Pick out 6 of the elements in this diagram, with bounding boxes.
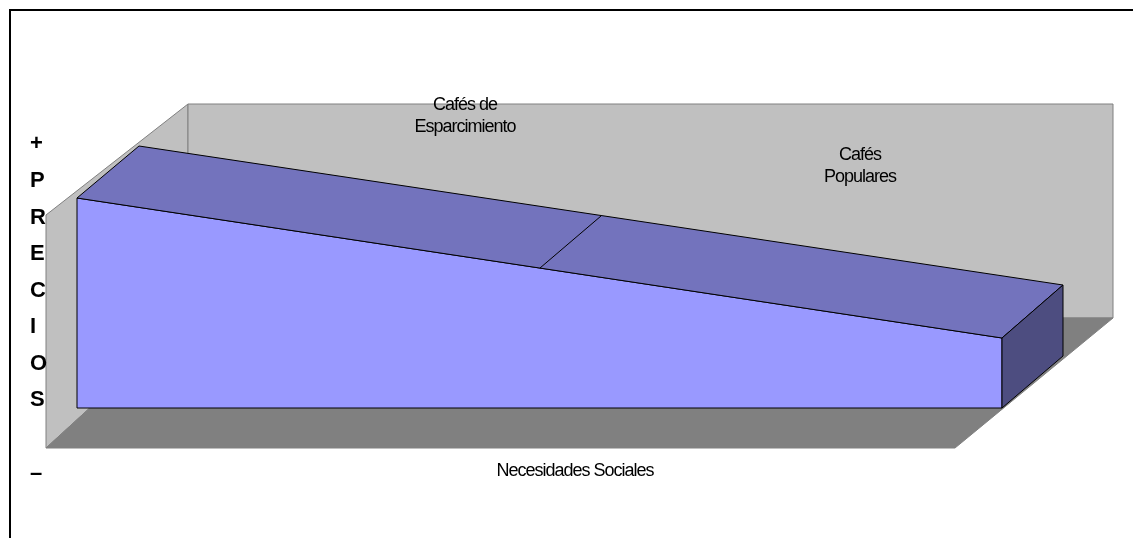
axis-end-label: + [30, 130, 43, 157]
axis-title: PRECIOS [30, 166, 48, 413]
category-label: Cafés Populares [822, 144, 898, 188]
category-label: Cafés de Esparcimiento [413, 94, 517, 138]
axis-end-label: – [30, 460, 43, 487]
axis-title: Necesidades Sociales [495, 460, 655, 482]
